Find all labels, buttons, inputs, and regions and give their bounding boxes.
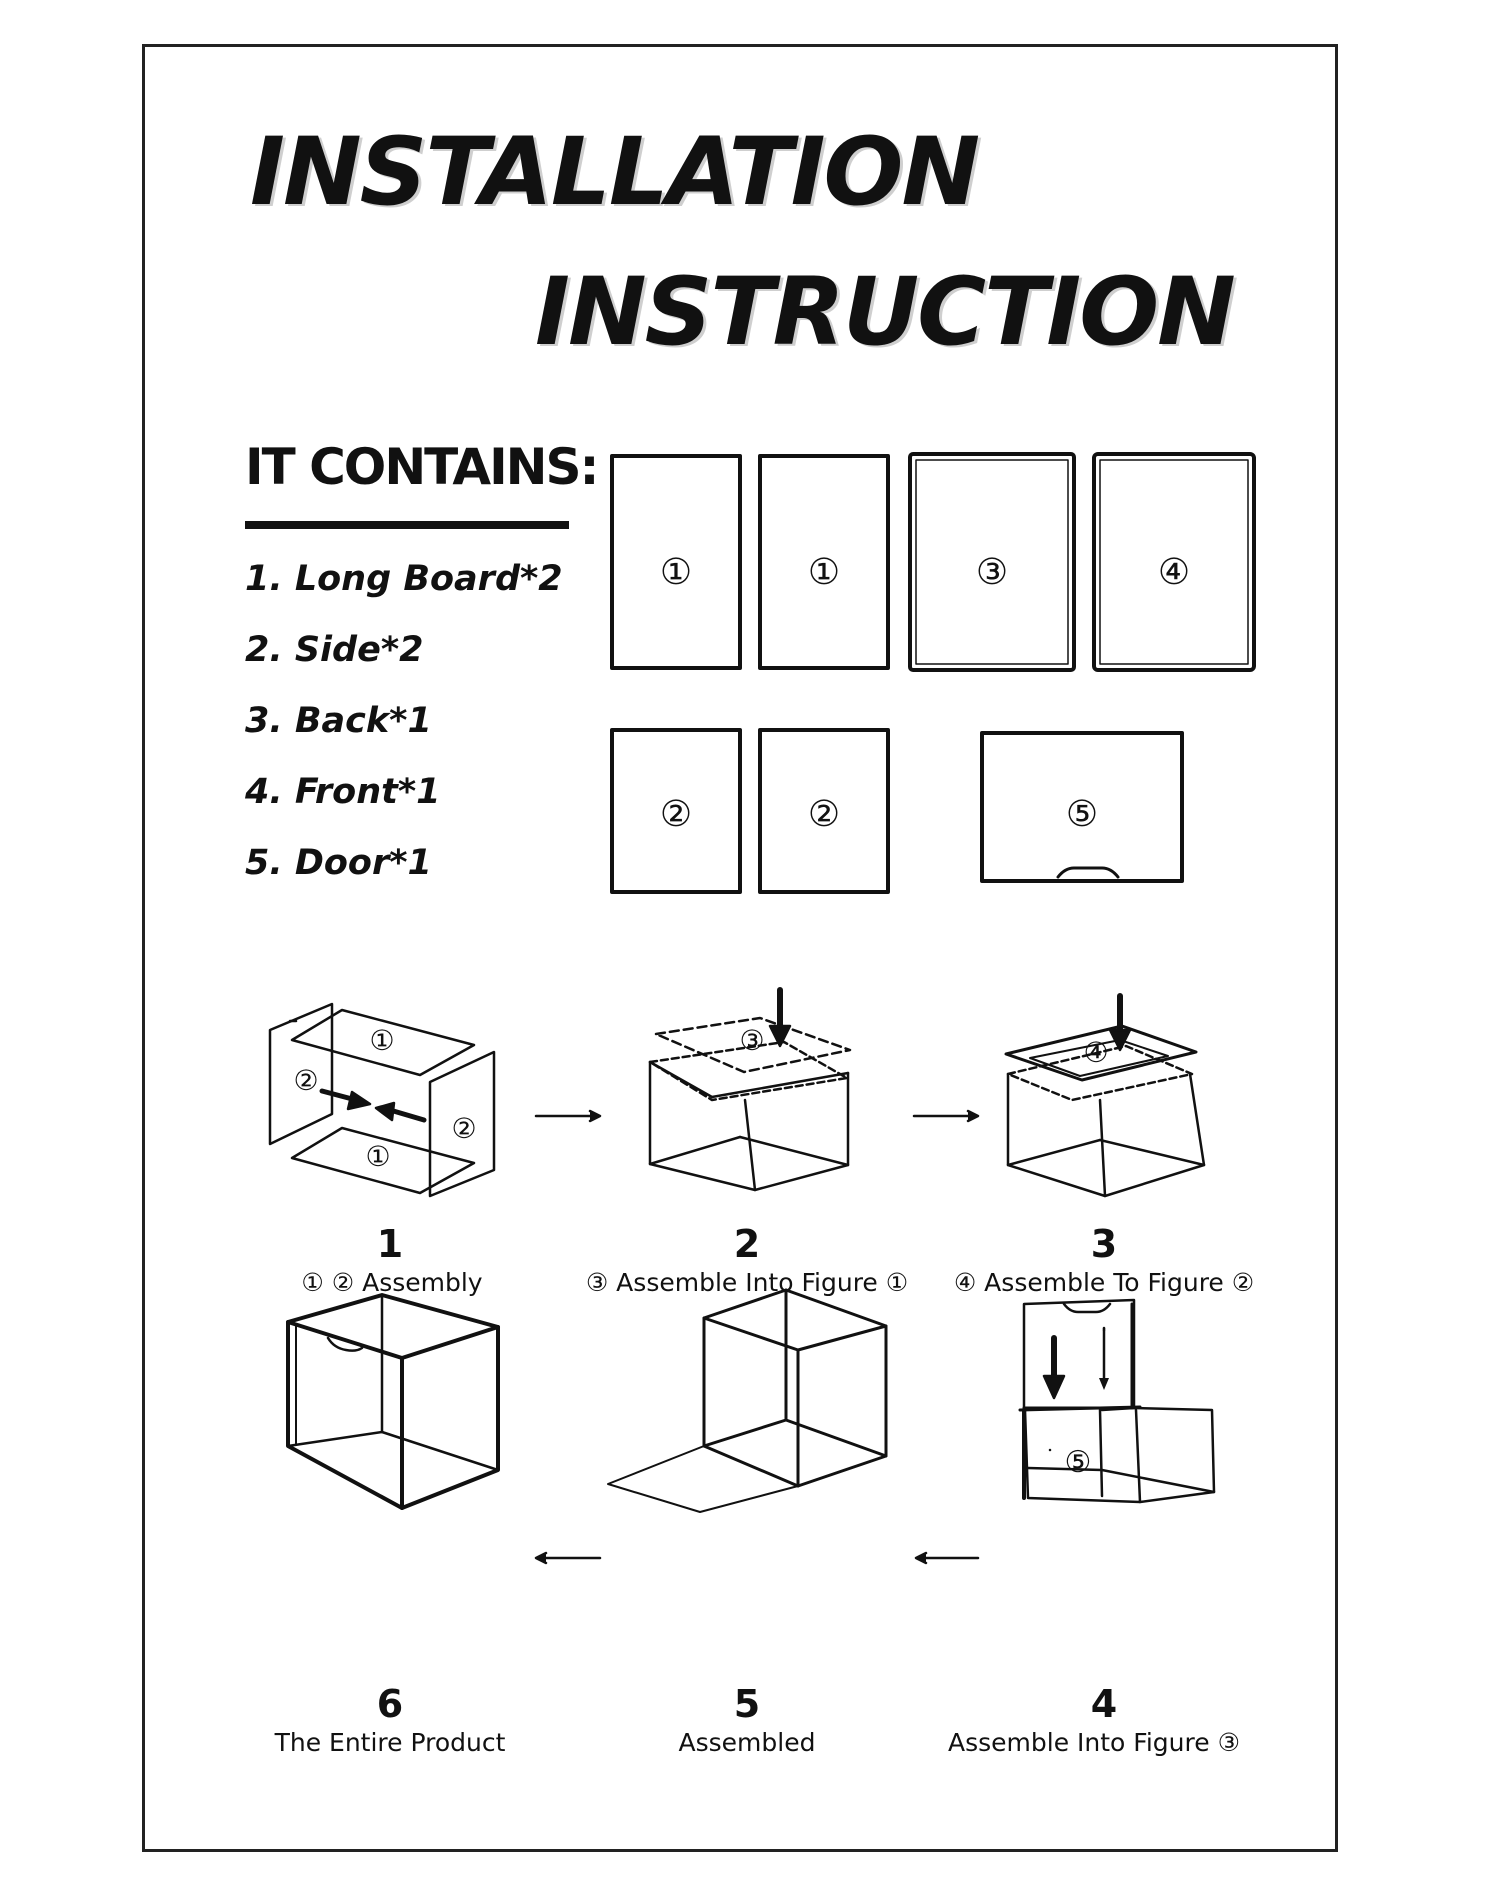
title-line-2: INSTRUCTION — [535, 258, 1236, 367]
step-2-caption: ③ Assemble Into Figure ① — [585, 1268, 909, 1297]
step-5-caption: Assembled — [678, 1728, 816, 1757]
instruction-sheet — [142, 44, 1338, 1852]
heading-underline — [245, 521, 569, 529]
title-line-1: INSTALLATION — [250, 118, 980, 227]
step-3-caption: ④ Assemble To Figure ② — [953, 1268, 1255, 1297]
step-6-caption: The Entire Product — [274, 1728, 506, 1757]
part-item-long-board: 1. Long Board*2 — [245, 559, 563, 599]
step-4-caption: Assemble Into Figure ③ — [948, 1728, 1240, 1757]
part-item-door: 5. Door*1 — [245, 843, 432, 883]
step-6-number: 6 — [376, 1682, 404, 1726]
step-4-number: 4 — [1090, 1682, 1118, 1726]
part-item-side: 2. Side*2 — [245, 630, 424, 670]
step-3-number: 3 — [1090, 1222, 1118, 1266]
parts-list: 1. Long Board*2 2. Side*2 3. Back*1 4. F… — [245, 557, 563, 912]
step-1-caption: ① ② Assembly — [301, 1268, 483, 1297]
contents-heading: IT CONTAINS: — [245, 438, 600, 496]
step-2-number: 2 — [733, 1222, 761, 1266]
part-item-back: 3. Back*1 — [245, 701, 432, 741]
step-5-number: 5 — [733, 1682, 761, 1726]
step-1-number: 1 — [376, 1222, 404, 1266]
part-item-front: 4. Front*1 — [245, 772, 441, 812]
